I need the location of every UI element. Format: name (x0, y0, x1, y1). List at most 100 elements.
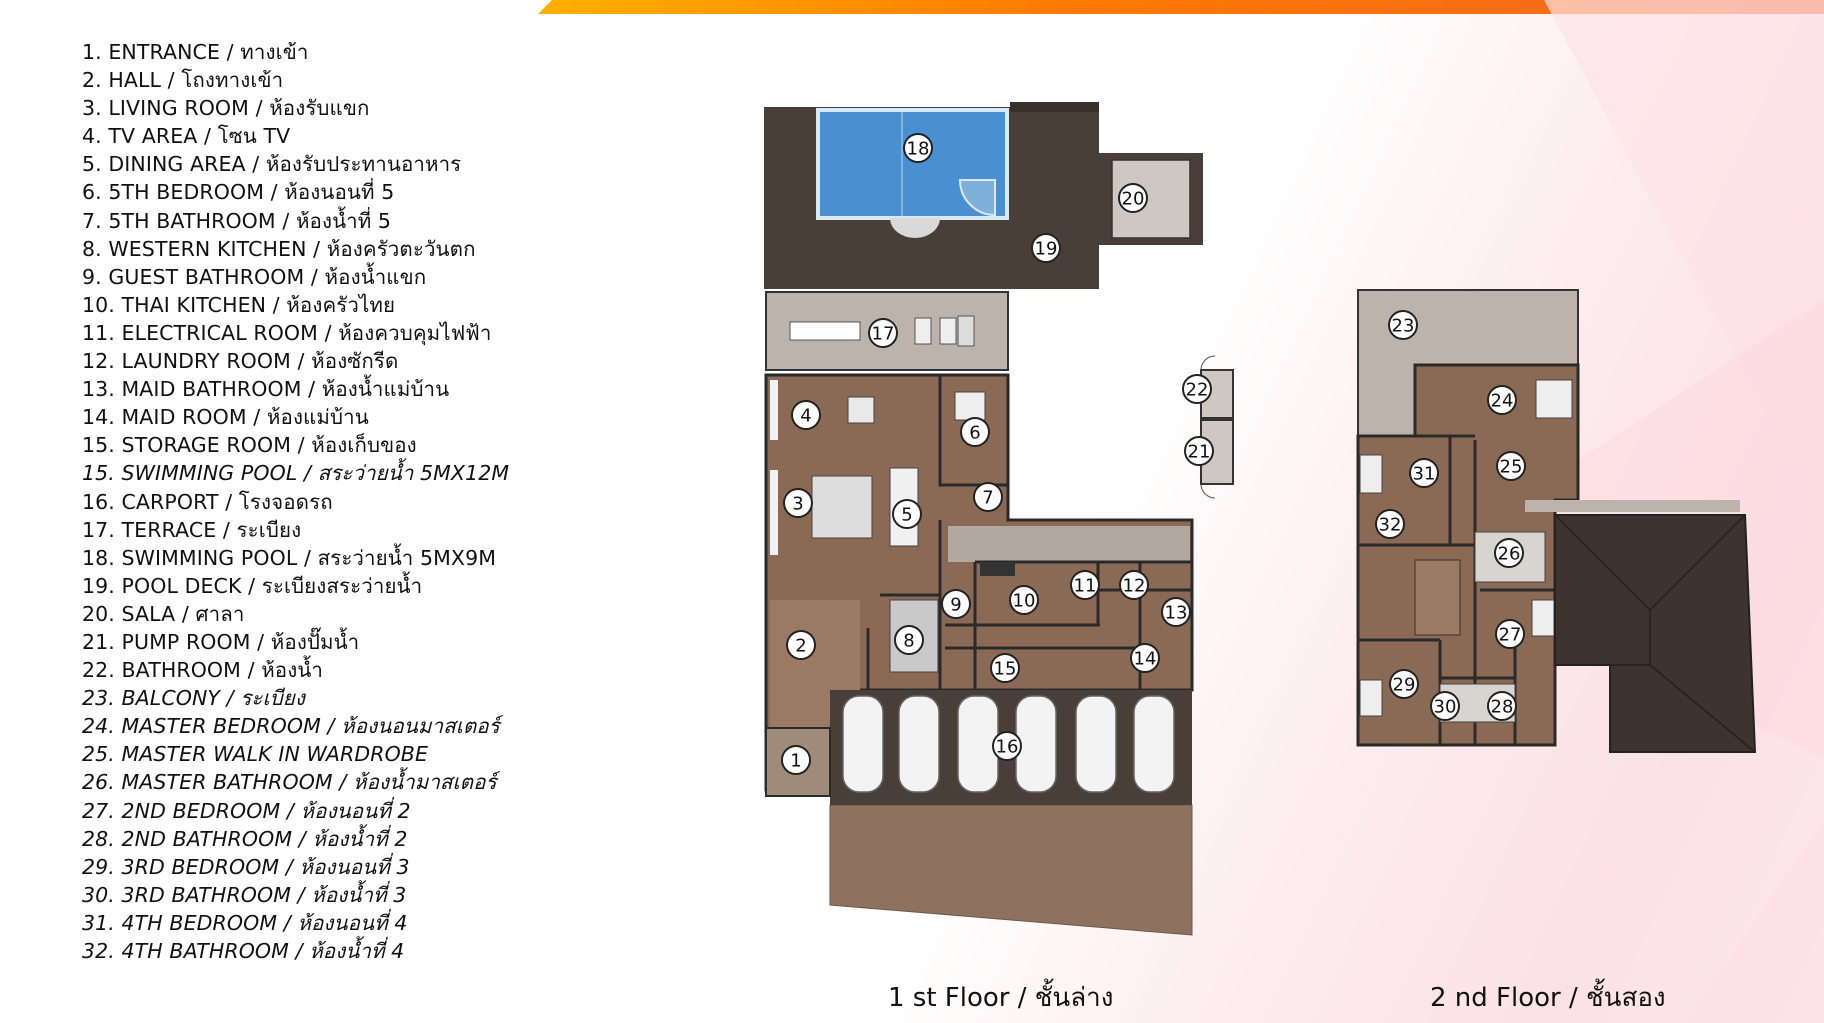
first-floor-plan (764, 102, 1234, 936)
room-badge-5 (892, 499, 922, 529)
legend-item: 4. TV AREA / โซน TV (82, 124, 291, 149)
room-badge-20 (1118, 183, 1148, 213)
room-number-16: 16 (996, 737, 1019, 758)
legend-item: 28. 2ND BATHROOM / ห้องน้ำที่ 2 (82, 826, 408, 851)
room-badge-30 (1430, 691, 1460, 721)
room-number-30: 30 (1434, 697, 1457, 718)
legend-item: 10. THAI KITCHEN / ห้องครัวไทย (82, 292, 396, 317)
room-badge-18 (903, 133, 933, 163)
legend-item: 12. LAUNDRY ROOM / ห้องซักรีด (82, 349, 399, 374)
room-badge-4 (791, 400, 821, 430)
legend-item: 11. ELECTRICAL ROOM / ห้องควบคุมไฟฟ้า (82, 320, 492, 345)
room-number-7: 7 (982, 488, 993, 509)
first-floor-caption: 1 st Floor / ชั้นล่าง (888, 983, 1114, 1013)
room-number-5: 5 (901, 505, 912, 526)
room-number-2: 2 (795, 636, 806, 657)
room-number-21: 21 (1188, 442, 1211, 463)
room-badge-6 (960, 417, 990, 447)
room-badge-19 (1031, 233, 1061, 263)
room-badge-10 (1009, 585, 1039, 615)
room-number-18: 18 (907, 139, 930, 160)
legend-item: 21. PUMP ROOM / ห้องปั๊มน้ำ (82, 629, 360, 654)
legend-item: 24. MASTER BEDROOM / ห้องนอนมาสเตอร์ (82, 714, 500, 739)
room-number-14: 14 (1134, 649, 1157, 670)
legend-item: 22. BATHROOM / ห้องน้ำ (82, 658, 323, 683)
driveway (829, 804, 1193, 936)
legend-item: 29. 3RD BEDROOM / ห้องนอนที่ 3 (82, 854, 410, 879)
room-badge-25 (1496, 451, 1526, 481)
legend-item: 6. 5TH BEDROOM / ห้องนอนที่ 5 (82, 180, 395, 205)
room-number-10: 10 (1013, 591, 1036, 612)
legend-item: 15. STORAGE ROOM / ห้องเก็บของ (82, 433, 417, 458)
room-number-19: 19 (1035, 239, 1058, 260)
room-number-25: 25 (1500, 457, 1523, 478)
legend-item: 13. MAID BATHROOM / ห้องน้ำแม่บ้าน (82, 377, 450, 402)
legend-item: 25. MASTER WALK IN WARDROBE (82, 742, 429, 767)
second-floor-caption: 2 nd Floor / ชั้นสอง (1430, 983, 1666, 1013)
legend-item: 32. 4TH BATHROOM / ห้องน้ำที่ 4 (82, 939, 405, 963)
room-number-29: 29 (1393, 675, 1416, 696)
legend-item: 18. SWIMMING POOL / สระว่ายน้ำ 5MX9M (82, 545, 497, 570)
room-badge-3 (783, 488, 813, 518)
room-number-9: 9 (950, 595, 961, 616)
room-badge-24 (1487, 385, 1517, 415)
room-number-6: 6 (969, 423, 980, 444)
room-badge-7 (973, 482, 1003, 512)
room-number-26: 26 (1498, 544, 1521, 565)
legend-item: 8. WESTERN KITCHEN / ห้องครัวตะวันตก (82, 236, 476, 261)
top-accent-bar (538, 0, 1824, 14)
legend-item: 23. BALCONY / ระเบียง (82, 686, 305, 711)
room-badge-1 (781, 745, 811, 775)
room-badge-2 (786, 630, 816, 660)
legend-item: 19. POOL DECK / ระเบียงสระว่ายน้ำ (82, 573, 423, 598)
room-number-20: 20 (1122, 189, 1145, 210)
room-badge-26 (1494, 538, 1524, 568)
legend-item: 20. SALA / ศาลา (82, 601, 245, 626)
room-badge-31 (1409, 458, 1439, 488)
room-number-32: 32 (1379, 515, 1402, 536)
legend-item: 15. SWIMMING POOL / สระว่ายน้ำ 5MX12M (82, 461, 510, 486)
room-number-11: 11 (1074, 576, 1097, 597)
room-badge-17 (868, 318, 898, 348)
room-badge-27 (1495, 619, 1525, 649)
legend-item: 2. HALL / โถงทางเข้า (82, 68, 284, 93)
room-badge-13 (1161, 597, 1191, 627)
room-number-3: 3 (792, 494, 803, 515)
room-number-13: 13 (1165, 603, 1188, 624)
room-number-8: 8 (903, 631, 914, 652)
room-badge-16 (992, 731, 1022, 761)
room-number-1: 1 (790, 751, 801, 772)
legend-item: 14. MAID ROOM / ห้องแม่บ้าน (82, 405, 369, 430)
room-number-24: 24 (1491, 391, 1514, 412)
legend-item: 31. 4TH BEDROOM / ห้องนอนที่ 4 (82, 910, 408, 935)
room-number-17: 17 (872, 324, 895, 345)
room-badge-28 (1487, 691, 1517, 721)
legend-item: 26. MASTER BATHROOM / ห้องน้ำมาสเตอร์ (82, 770, 497, 795)
room-number-23: 23 (1392, 316, 1415, 337)
room-badge-12 (1119, 570, 1149, 600)
room-badge-32 (1375, 509, 1405, 539)
room-badge-23 (1388, 310, 1418, 340)
room-badge-22 (1182, 374, 1212, 404)
room-badge-21 (1184, 436, 1214, 466)
legend-item: 16. CARPORT / โรงจอดรถ (82, 489, 333, 514)
room-badge-14 (1130, 643, 1160, 673)
legend-item: 3. LIVING ROOM / ห้องรับแขก (82, 96, 370, 121)
legend-item: 30. 3RD BATHROOM / ห้องน้ำที่ 3 (82, 882, 407, 907)
room-badge-11 (1070, 570, 1100, 600)
legend-item: 17. TERRACE / ระเบียง (82, 517, 302, 542)
room-number-27: 27 (1499, 625, 1522, 646)
room-number-12: 12 (1123, 576, 1146, 597)
room-badge-29 (1389, 669, 1419, 699)
room-legend: 1. ENTRANCE / ทางเข้า 2. HALL / โถงทางเข้… (82, 38, 509, 965)
room-number-22: 22 (1186, 380, 1209, 401)
legend-item: 5. DINING AREA / ห้องรับประทานอาหาร (82, 152, 462, 177)
room-number-15: 15 (994, 659, 1017, 680)
room-number-28: 28 (1491, 697, 1514, 718)
legend-item: 1. ENTRANCE / ทางเข้า (82, 40, 309, 64)
legend-item: 27. 2ND BEDROOM / ห้องนอนที่ 2 (82, 798, 411, 823)
room-number-4: 4 (800, 406, 811, 427)
room-badge-8 (894, 625, 924, 655)
